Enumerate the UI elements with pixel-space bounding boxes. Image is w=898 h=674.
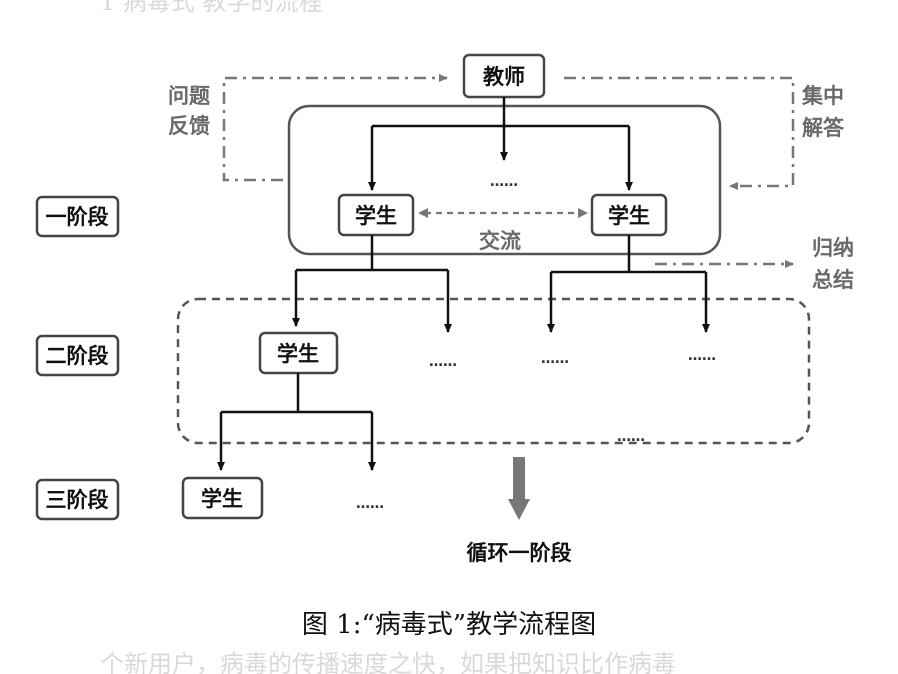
figure-caption: 图 1:“病毒式”教学流程图 [302, 610, 596, 640]
feedback-label-line2: 反馈 [168, 114, 210, 138]
stage2-ellipsis: …… [429, 354, 457, 370]
stage-label-text: 三阶段 [46, 488, 109, 512]
stage2-ellipsis: …… [617, 429, 645, 445]
stage-label-text: 二阶段 [46, 344, 109, 368]
stage1-ellipsis: …… [490, 174, 518, 190]
loop-label: 循环一阶段 [467, 541, 572, 565]
teacher-label: 教师 [483, 65, 525, 89]
stage3-ellipsis: …… [356, 496, 384, 512]
student-label: 学生 [277, 342, 319, 366]
faint-bottom-text: 个新用户，病毒的传播速度之快，如果把知识比作病毒 [100, 650, 676, 674]
student-label: 学生 [355, 204, 397, 228]
stage2-ellipsis: …… [688, 348, 716, 364]
faint-top-text: 1 病毒式 教学的流程 [100, 0, 323, 16]
student-label: 学生 [608, 204, 650, 228]
stage-label-1: 一阶段 [35, 195, 120, 238]
stage2-container [176, 297, 811, 445]
loop-down-arrow [508, 457, 530, 520]
feedback-loop-arrow [222, 74, 448, 182]
summary-label-line1: 归纳 [812, 236, 854, 260]
stage3-student: 学生 [181, 476, 264, 520]
teacher-node: 教师 [462, 53, 546, 99]
stage1-student-left: 学生 [337, 193, 415, 237]
stage2-ellipsis: …… [541, 351, 569, 367]
answer-label-line1: 集中 [801, 84, 844, 108]
stage1-student-right: 学生 [590, 193, 668, 237]
answer-label-line2: 解答 [802, 116, 845, 140]
stage-label-2: 二阶段 [35, 334, 120, 377]
answer-loop-arrow [564, 76, 795, 190]
stage2-student: 学生 [258, 331, 339, 375]
stage-label-3: 三阶段 [35, 478, 120, 521]
exchange-label: 交流 [479, 229, 521, 253]
feedback-label-line1: 问题 [168, 84, 211, 108]
stage-label-text: 一阶段 [46, 205, 109, 229]
student-label: 学生 [201, 487, 243, 511]
summary-label-line2: 总结 [812, 268, 854, 292]
